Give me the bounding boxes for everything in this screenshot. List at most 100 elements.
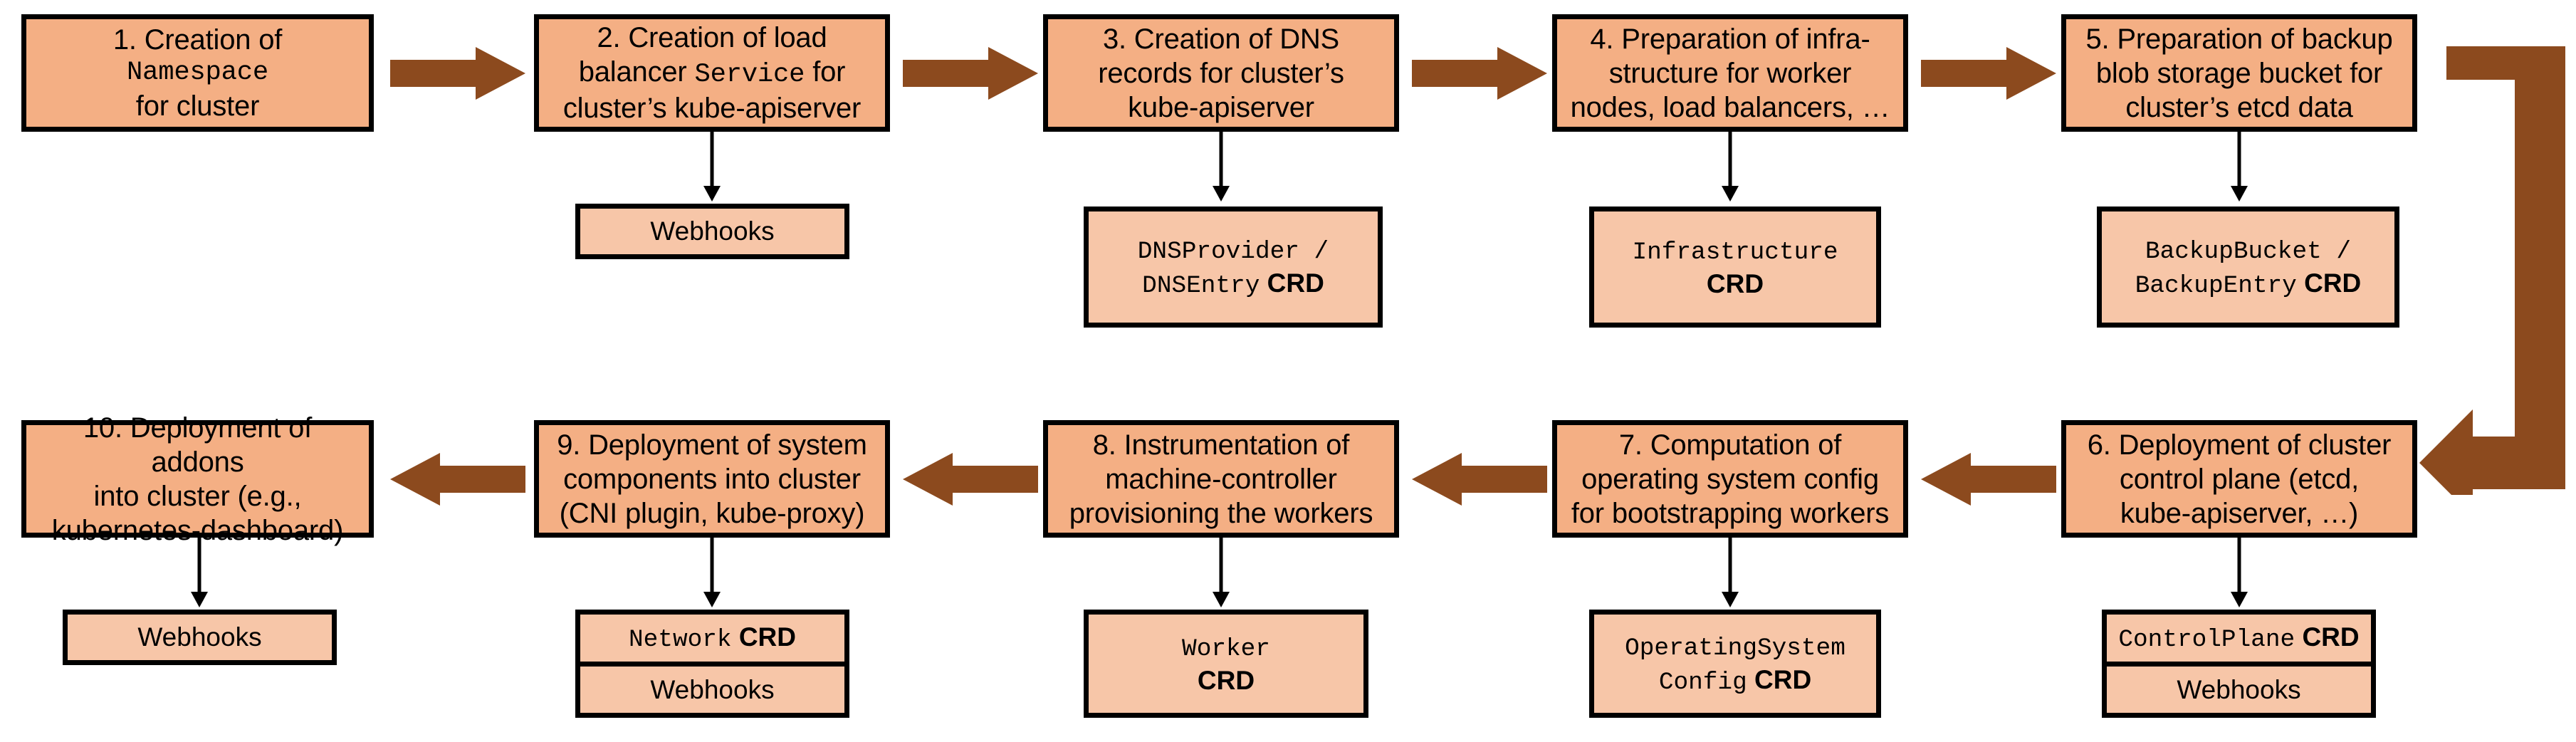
step-3-line-3: kube-apiserver — [1128, 91, 1314, 123]
step-6-line-3: kube-apiserver, …) — [2120, 497, 2359, 529]
resource-box-step-3[interactable]: DNSProvider / DNSEntry CRD — [1084, 207, 1383, 328]
backup-crd-line-2: BackupEntry — [2135, 272, 2297, 300]
step-7-label: 7. Computation of operating system confi… — [1564, 428, 1896, 531]
dns-crd-line-1: DNSProvider / — [1137, 238, 1329, 266]
connector-step-10-to-resource — [189, 538, 210, 609]
step-box-1[interactable]: 1. Creation of Namespace for cluster — [21, 14, 374, 132]
step-6-line-2: control plane (etcd, — [2119, 463, 2360, 495]
step-1-label: 1. Creation of Namespace for cluster — [33, 23, 362, 123]
step-5-line-3: cluster’s etcd data — [2125, 91, 2353, 123]
arrow-step-4-to-step-5 — [1921, 47, 2056, 100]
step-7-line-1: 7. Computation of — [1618, 429, 1842, 461]
step-9-line-3: (CNI plugin, kube-proxy) — [559, 497, 865, 529]
resource-cell-webhooks-step-10: Webhooks — [137, 622, 262, 652]
connector-step-4-to-resource — [1719, 132, 1741, 203]
step-box-5[interactable]: 5. Preparation of backup blob storage bu… — [2061, 14, 2417, 132]
step-1-line-3: for cluster — [135, 90, 260, 122]
step-box-7[interactable]: 7. Computation of operating system confi… — [1552, 420, 1908, 538]
dns-crd-suffix: CRD — [1267, 268, 1324, 298]
step-box-3[interactable]: 3. Creation of DNS records for cluster’s… — [1043, 14, 1399, 132]
step-10-label: 10. Deployment of addons into cluster (e… — [33, 411, 362, 548]
network-crd-suffix: CRD — [738, 622, 796, 652]
resource-cell-worker-crd: Worker CRD — [1089, 615, 1363, 713]
resource-cell-dns-crd: DNSProvider / DNSEntry CRD — [1089, 211, 1378, 323]
step-4-line-1: 4. Preparation of infra- — [1590, 23, 1870, 55]
step-2-line-1: 2. Creation of load — [597, 22, 827, 54]
resource-cell-controlplane-crd: ControlPlane CRD — [2107, 615, 2371, 662]
controlplane-crd-name: ControlPlane — [2118, 626, 2295, 654]
infrastructure-crd-suffix: CRD — [1706, 268, 1764, 298]
resource-cell-webhooks-step-9: Webhooks — [580, 662, 844, 713]
connector-step-2-to-resource — [701, 132, 723, 203]
arrow-step-5-to-step-6-wraparound — [2419, 46, 2576, 495]
step-4-line-2: structure for worker — [1608, 57, 1852, 89]
step-5-line-2: blob storage bucket for — [2095, 57, 2383, 89]
osc-crd-suffix: CRD — [1754, 665, 1812, 694]
step-10-line-2: into cluster (e.g., — [93, 480, 302, 512]
step-6-label: 6. Deployment of cluster control plane (… — [2073, 428, 2405, 531]
step-3-label: 3. Creation of DNS records for cluster’s… — [1055, 22, 1387, 125]
step-2-line-2: balancer Service for — [578, 56, 846, 90]
step-3-line-2: records for cluster’s — [1098, 57, 1344, 89]
resource-cell-webhooks: Webhooks — [650, 216, 775, 246]
resource-box-step-8[interactable]: Worker CRD — [1084, 610, 1368, 718]
worker-crd-name: Worker — [1182, 634, 1270, 663]
resource-box-step-4[interactable]: Infrastructure CRD — [1589, 207, 1881, 328]
arrow-step-7-to-step-8 — [1412, 453, 1547, 506]
step-9-label: 9. Deployment of system components into … — [546, 428, 878, 531]
arrow-step-8-to-step-9 — [903, 453, 1038, 506]
resource-box-step-6[interactable]: ControlPlane CRD Webhooks — [2102, 610, 2376, 718]
resource-cell-network-crd: Network CRD — [580, 615, 844, 662]
osc-crd-line-1: OperatingSystem — [1625, 634, 1845, 662]
step-8-line-2: machine-controller — [1105, 463, 1337, 495]
step-2-line-3: cluster’s kube-apiserver — [562, 92, 862, 124]
step-5-label: 5. Preparation of backup blob storage bu… — [2073, 22, 2405, 125]
step-box-4[interactable]: 4. Preparation of infra- structure for w… — [1552, 14, 1908, 132]
resource-box-step-9[interactable]: Network CRD Webhooks — [575, 610, 849, 718]
arrow-step-9-to-step-10 — [390, 453, 525, 506]
dns-crd-line-2: DNSEntry — [1142, 272, 1260, 300]
step-2-label: 2. Creation of load balancer Service for… — [546, 21, 878, 125]
arrow-step-6-to-step-7 — [1921, 453, 2056, 506]
resource-box-step-10[interactable]: Webhooks — [63, 610, 337, 665]
connector-step-7-to-resource — [1719, 538, 1741, 609]
resource-box-step-5[interactable]: BackupBucket / BackupEntry CRD — [2097, 207, 2399, 328]
step-8-label: 8. Instrumentation of machine-controller… — [1055, 428, 1387, 531]
step-1-line-1: 1. Creation of — [112, 24, 283, 56]
step-10-line-1: 10. Deployment of addons — [83, 412, 313, 478]
step-box-8[interactable]: 8. Instrumentation of machine-controller… — [1043, 420, 1399, 538]
resource-cell-backup-crd: BackupBucket / BackupEntry CRD — [2102, 211, 2394, 323]
step-4-label: 4. Preparation of infra- structure for w… — [1564, 22, 1896, 125]
connector-step-6-to-resource — [2229, 538, 2250, 609]
step-box-6[interactable]: 6. Deployment of cluster control plane (… — [2061, 420, 2417, 538]
step-8-line-3: provisioning the workers — [1069, 497, 1373, 529]
connector-step-5-to-resource — [2229, 132, 2250, 203]
step-3-line-1: 3. Creation of DNS — [1102, 23, 1340, 55]
controlplane-crd-suffix: CRD — [2302, 622, 2360, 652]
resource-cell-infrastructure-crd: Infrastructure CRD — [1594, 211, 1876, 323]
step-4-line-3: nodes, load balancers, … — [1570, 91, 1890, 123]
step-5-line-1: 5. Preparation of backup — [2085, 23, 2393, 55]
backup-crd-line-1: BackupBucket / — [2145, 238, 2352, 266]
step-6-line-1: 6. Deployment of cluster — [2087, 429, 2392, 461]
resource-box-step-2[interactable]: Webhooks — [575, 204, 849, 259]
resource-cell-webhooks-step-6: Webhooks — [2107, 662, 2371, 713]
step-box-2[interactable]: 2. Creation of load balancer Service for… — [534, 14, 890, 132]
network-crd-name: Network — [629, 626, 732, 654]
step-8-line-1: 8. Instrumentation of — [1092, 429, 1350, 461]
arrow-step-1-to-step-2 — [390, 47, 525, 100]
arrow-step-2-to-step-3 — [903, 47, 1038, 100]
connector-step-9-to-resource — [701, 538, 723, 609]
step-1-line-2: Namespace — [126, 58, 269, 88]
resource-box-step-7[interactable]: OperatingSystem Config CRD — [1589, 610, 1881, 718]
connector-step-8-to-resource — [1210, 538, 1232, 609]
resource-cell-osc-crd: OperatingSystem Config CRD — [1594, 615, 1876, 713]
step-7-line-3: for bootstrapping workers — [1571, 497, 1890, 529]
step-box-9[interactable]: 9. Deployment of system components into … — [534, 420, 890, 538]
connector-step-3-to-resource — [1210, 132, 1232, 203]
arrow-step-3-to-step-4 — [1412, 47, 1547, 100]
step-7-line-2: operating system config — [1581, 463, 1879, 495]
step-box-10[interactable]: 10. Deployment of addons into cluster (e… — [21, 412, 374, 546]
backup-crd-suffix: CRD — [2304, 268, 2362, 298]
worker-crd-suffix: CRD — [1197, 665, 1255, 695]
